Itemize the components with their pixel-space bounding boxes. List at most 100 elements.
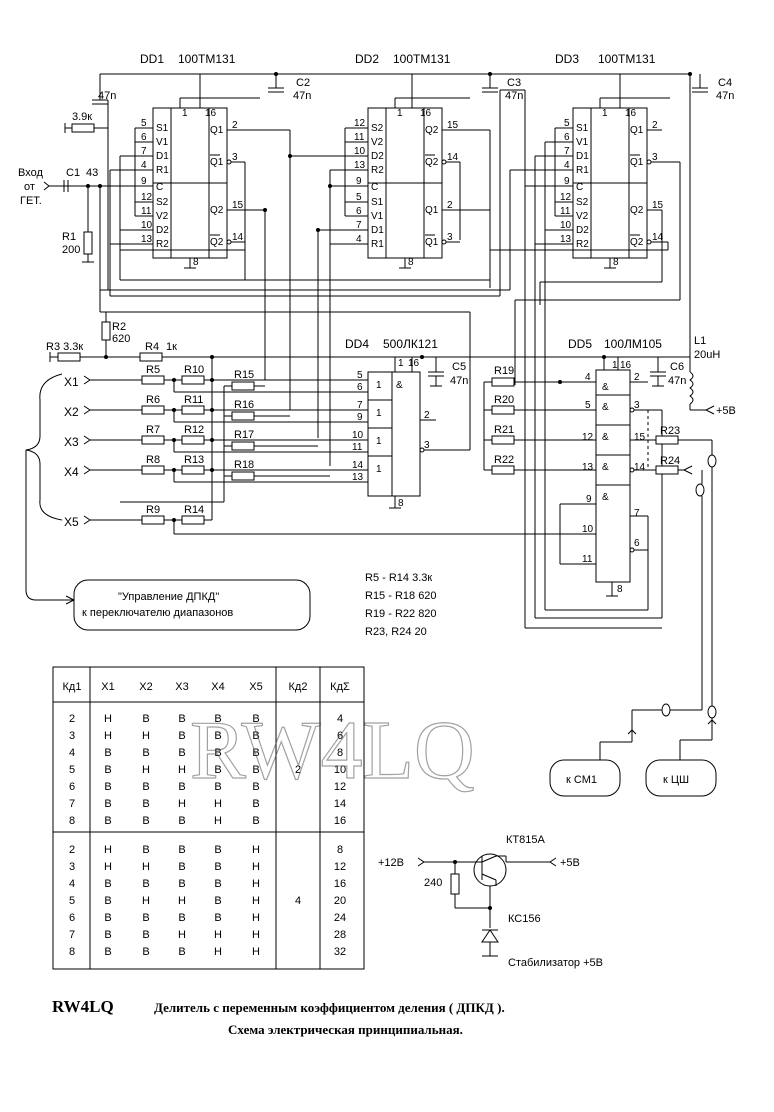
svg-text:15: 15 xyxy=(634,432,646,443)
table-cell: 24 xyxy=(334,912,346,924)
table-cell: Н xyxy=(104,730,112,742)
table-cell: В xyxy=(142,946,149,958)
c2-ref: C2 xyxy=(296,77,310,89)
x1-label: X1 xyxy=(64,375,79,389)
power-rail-top xyxy=(100,72,708,345)
svg-text:R19: R19 xyxy=(494,365,514,377)
dd4-ref: DD4 xyxy=(345,337,369,351)
svg-text:12: 12 xyxy=(582,432,594,443)
svg-text:3: 3 xyxy=(447,232,453,243)
svg-text:4: 4 xyxy=(356,234,362,245)
svg-text:&: & xyxy=(396,380,403,391)
svg-text:8: 8 xyxy=(193,257,199,268)
svg-text:R21: R21 xyxy=(494,424,514,436)
svg-text:V1: V1 xyxy=(156,137,169,148)
values-note-4: R23, R24 20 xyxy=(365,626,427,638)
table-cell: В xyxy=(178,861,185,873)
svg-text:7: 7 xyxy=(356,220,362,231)
svg-text:V2: V2 xyxy=(371,137,384,148)
pullup-resistors: R19 R20 R21 R22 xyxy=(483,365,562,475)
svg-text:3: 3 xyxy=(232,152,238,163)
supply-label: +5В xyxy=(716,405,736,417)
svg-text:D2: D2 xyxy=(371,151,384,162)
table-cell: В xyxy=(104,798,111,810)
svg-text:5: 5 xyxy=(564,118,570,129)
table-cell: Н xyxy=(214,798,222,810)
svg-text:16: 16 xyxy=(408,358,420,369)
table-cell: В xyxy=(252,747,259,759)
svg-text:R15: R15 xyxy=(234,369,254,381)
svg-text:10: 10 xyxy=(352,430,364,441)
svg-text:Q2: Q2 xyxy=(210,205,224,216)
svg-text:C: C xyxy=(576,182,583,193)
svg-text:12: 12 xyxy=(354,118,366,129)
table-cell: 7 xyxy=(69,929,75,941)
table-cell: 20 xyxy=(334,895,346,907)
table-cell: Н xyxy=(252,946,260,958)
table-cell: В xyxy=(104,781,111,793)
svg-text:Q1: Q1 xyxy=(630,125,644,136)
chip-dd2: S2 V2 D2 R2 C S1 V1 D1 R1 Q2 Q2 Q1 Q1 12… xyxy=(290,107,490,269)
x4-label: X4 xyxy=(64,465,79,479)
table-cell: Н xyxy=(178,798,186,810)
table-cell: В xyxy=(252,730,259,742)
svg-text:R23: R23 xyxy=(660,425,680,437)
table-cell: В xyxy=(104,815,111,827)
l1-ref: L1 xyxy=(694,335,706,347)
svg-text:S2: S2 xyxy=(371,123,384,134)
svg-text:7: 7 xyxy=(634,508,640,519)
svg-text:16: 16 xyxy=(420,108,432,119)
table-cell: В xyxy=(142,929,149,941)
table-cell: Н xyxy=(142,730,150,742)
table-header-1: X1 xyxy=(101,681,114,693)
table-cell: Н xyxy=(178,895,186,907)
table-cell: В xyxy=(178,747,185,759)
table-cell: 2 xyxy=(69,713,75,725)
table-cell: 6 xyxy=(69,781,75,793)
svg-text:R2: R2 xyxy=(156,239,169,250)
svg-text:8: 8 xyxy=(408,257,414,268)
table-cell: В xyxy=(214,895,221,907)
svg-text:14: 14 xyxy=(232,232,244,243)
table-cell: 4 xyxy=(69,747,75,759)
svg-text:3: 3 xyxy=(652,152,658,163)
svg-text:8: 8 xyxy=(398,498,404,509)
svg-text:11: 11 xyxy=(354,132,365,143)
svg-text:2: 2 xyxy=(652,120,658,131)
table-cell: 3 xyxy=(69,861,75,873)
table-cell: Н xyxy=(214,815,222,827)
svg-text:5: 5 xyxy=(357,370,363,381)
input-label-2: от xyxy=(24,181,35,193)
table-cell: В xyxy=(214,747,221,759)
svg-text:1: 1 xyxy=(602,108,608,119)
table-cell: В xyxy=(252,764,259,776)
svg-text:Q2: Q2 xyxy=(210,237,224,248)
svg-text:2: 2 xyxy=(424,410,430,421)
svg-text:R13: R13 xyxy=(184,454,204,466)
svg-text:R1: R1 xyxy=(576,165,589,176)
svg-text:Q2: Q2 xyxy=(630,205,644,216)
svg-text:13: 13 xyxy=(560,234,572,245)
zener-label: КС156 xyxy=(508,913,541,925)
table-cell: В xyxy=(178,946,185,958)
table-cell: 7 xyxy=(69,798,75,810)
table-cell: 12 xyxy=(334,781,346,793)
svg-text:S1: S1 xyxy=(371,197,384,208)
table-cell: Н xyxy=(214,929,222,941)
svg-text:D1: D1 xyxy=(371,225,384,236)
svg-text:4: 4 xyxy=(585,372,591,383)
table-cell: Н xyxy=(178,764,186,776)
svg-text:&: & xyxy=(602,382,609,393)
svg-text:Q1: Q1 xyxy=(630,157,644,168)
svg-text:R22: R22 xyxy=(494,454,514,466)
x2-label: X2 xyxy=(64,405,79,419)
svg-text:R16: R16 xyxy=(234,399,254,411)
values-note-1: R5 - R14 3.3к xyxy=(365,572,432,584)
c6-val: 47n xyxy=(668,375,686,387)
table-cell: В xyxy=(214,764,221,776)
